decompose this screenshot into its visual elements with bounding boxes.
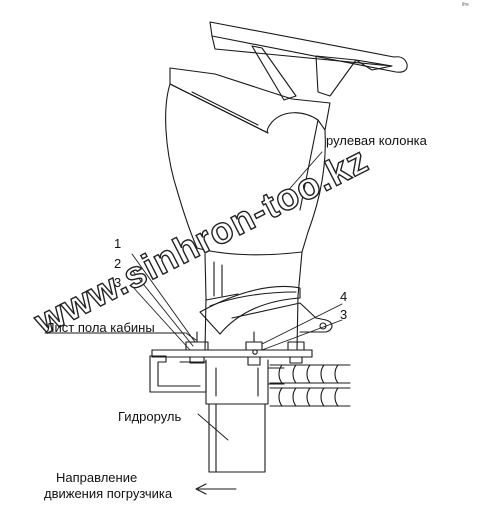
label-cab-floor-sheet: Лист пола кабины [46, 320, 155, 335]
leader-lines [131, 151, 343, 441]
valve-body [205, 359, 285, 405]
mounting-bracket [199, 285, 333, 335]
floor-mount-block [149, 355, 207, 393]
label-hydraulic-steering: Гидроруль [118, 409, 182, 424]
label-direction-line2: движения погрузчика [44, 486, 173, 501]
callout-3-right: 3 [340, 307, 348, 322]
hydraulic-steering-unit [208, 403, 266, 473]
column-tube [204, 251, 303, 351]
label-steering-column: рулевая колонка [326, 133, 427, 148]
steering-wheel [209, 21, 408, 101]
callout-3-left: 3 [114, 275, 122, 290]
steering-column-housing [165, 67, 331, 256]
callout-2: 2 [114, 256, 122, 271]
floor-plate [44, 331, 313, 366]
hydraulic-hoses [269, 364, 351, 407]
label-direction-line1: Направление [56, 470, 138, 485]
direction-arrow [195, 483, 237, 495]
callout-4: 4 [340, 289, 348, 304]
callout-1: 1 [114, 236, 122, 251]
corner-mark: ifre [462, 2, 469, 8]
